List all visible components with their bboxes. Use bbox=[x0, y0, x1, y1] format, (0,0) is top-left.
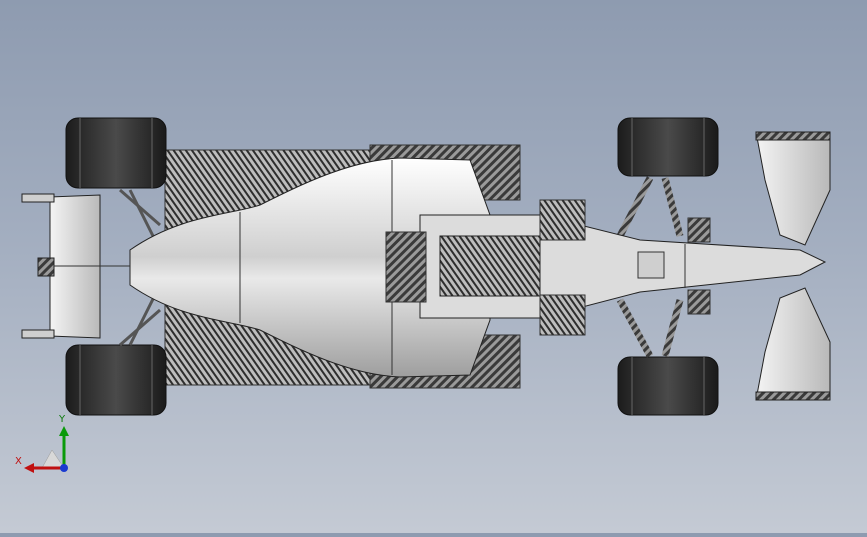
front-left-tire bbox=[617, 117, 719, 177]
rear-suspension bbox=[119, 188, 161, 347]
axis-triad bbox=[24, 426, 69, 473]
rear-wing bbox=[21, 193, 130, 339]
front-wing bbox=[755, 131, 831, 401]
y-axis-label: Y bbox=[59, 414, 66, 425]
z-axis-dot-icon bbox=[60, 464, 68, 472]
front-suspension bbox=[616, 176, 684, 358]
triad-plane bbox=[41, 449, 65, 469]
x-axis-label: X bbox=[15, 456, 22, 467]
rear-right-tire bbox=[65, 344, 167, 416]
front-right-tire bbox=[617, 356, 719, 416]
sidepod-inlets bbox=[385, 199, 711, 336]
chassis-nose bbox=[419, 214, 827, 319]
x-arrow-head-icon bbox=[24, 463, 34, 473]
y-arrow-head-icon bbox=[59, 426, 69, 436]
rear-left-tire bbox=[65, 117, 167, 189]
